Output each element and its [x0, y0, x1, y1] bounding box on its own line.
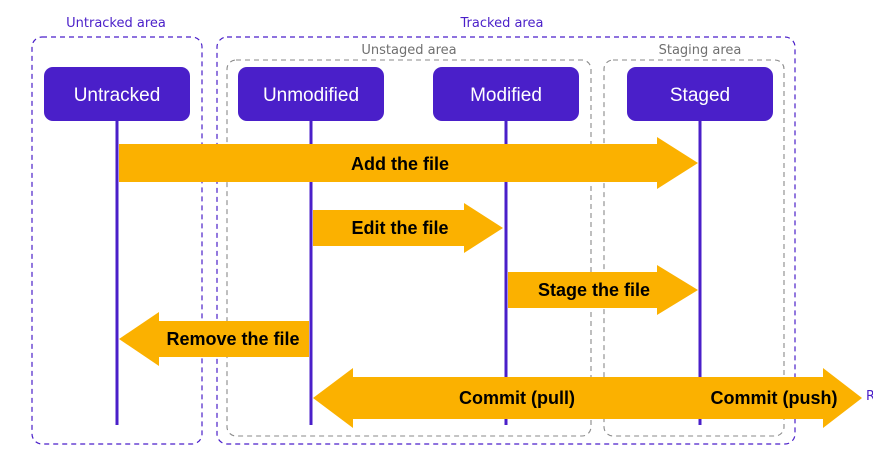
edge-fragment-text: R: [866, 389, 873, 404]
commit-push-label: Commit (push): [711, 388, 838, 408]
state-label-modified: Modified: [470, 85, 542, 106]
edit-file-label: Edit the file: [351, 218, 448, 238]
state-label-staged: Staged: [670, 85, 730, 106]
state-node-modified: Modified: [433, 67, 579, 121]
state-node-untracked: Untracked: [44, 67, 190, 121]
remove-file-label: Remove the file: [166, 329, 299, 349]
tracked-area-label: Tracked area: [460, 16, 544, 31]
state-node-unmodified: Unmodified: [238, 67, 384, 121]
unstaged-area-box: [226, 59, 592, 437]
commit-double-arrow: [313, 368, 862, 428]
stage-file-label: Stage the file: [538, 280, 650, 300]
untracked-area-label: Untracked area: [66, 16, 166, 31]
add-file-arrow: [119, 137, 698, 189]
stage-file-arrow: [508, 265, 698, 315]
state-node-staged: Staged: [627, 67, 773, 121]
state-label-untracked: Untracked: [74, 85, 161, 106]
tracked-area-box: [216, 36, 796, 445]
commit-pull-label: Commit (pull): [459, 388, 575, 408]
add-file-label: Add the file: [351, 154, 449, 174]
staging-area-label: Staging area: [659, 43, 742, 58]
edit-file-arrow: [313, 203, 503, 253]
state-label-unmodified: Unmodified: [263, 85, 359, 106]
unstaged-area-label: Unstaged area: [361, 43, 456, 58]
untracked-area-box: [31, 36, 203, 445]
remove-file-arrow: [119, 312, 309, 366]
staging-area-box: [603, 59, 785, 437]
